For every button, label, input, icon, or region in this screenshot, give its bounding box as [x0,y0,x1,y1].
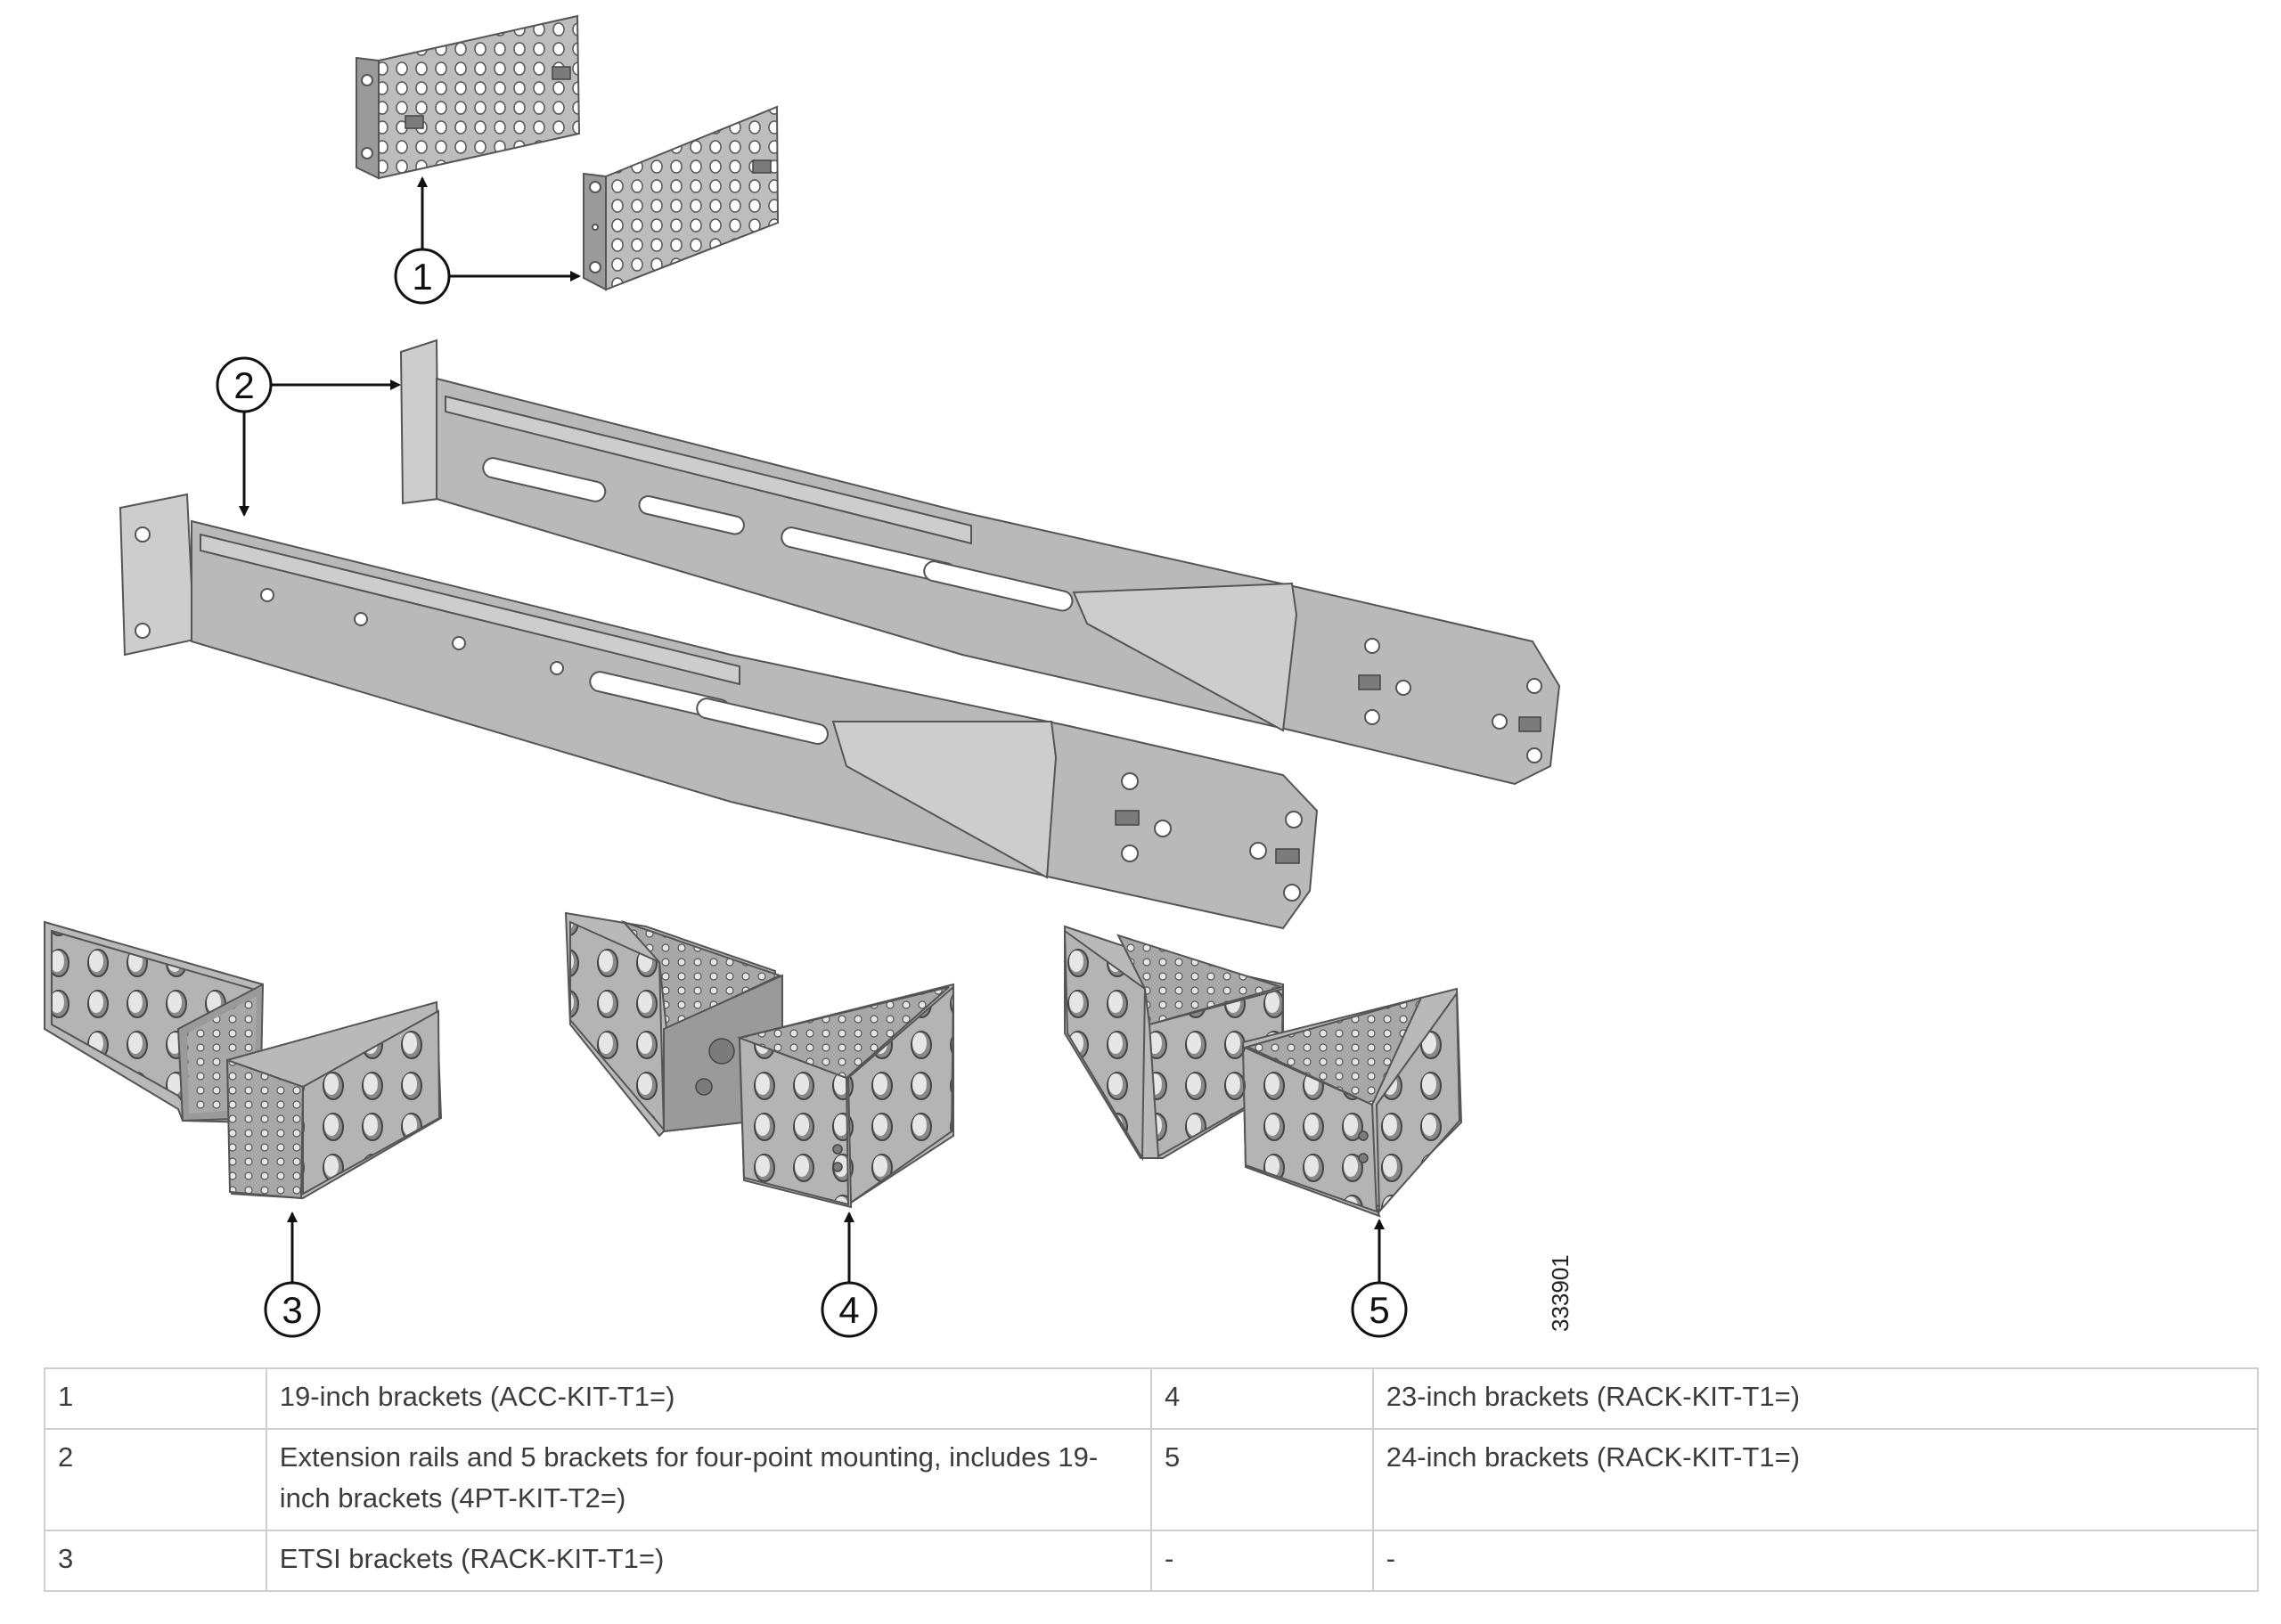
callout-5: 5 [1351,1219,1408,1338]
legend-description: 19-inch brackets (ACC-KIT-T1=) [265,1367,1152,1430]
bracket-19-inch-left [356,14,581,180]
rack-mount-kit-illustration: 1 2 3 4 5 333901 [44,14,1574,1338]
legend-number: 4 [1149,1367,1374,1430]
callout-2: 2 [216,356,401,517]
bracket-19-inch-right [583,105,780,291]
callout-3: 3 [264,1212,321,1338]
legend-row: 1 19-inch brackets (ACC-KIT-T1=) 4 23-in… [44,1367,2260,1430]
legend-description: ETSI brackets (RACK-KIT-T1=) [265,1530,1152,1592]
legend-number: - [1149,1530,1374,1592]
extension-rail-back [399,339,1561,786]
bracket-24-inch-right [1241,987,1463,1218]
legend-description: 24-inch brackets (RACK-KIT-T1=) [1371,1428,2260,1531]
legend-number: 2 [44,1428,267,1531]
callout-2-label: 2 [233,364,254,406]
callout-1: 1 [394,176,581,305]
callout-1-label: 1 [412,256,432,298]
legend-row: 3 ETSI brackets (RACK-KIT-T1=) - - [44,1530,2260,1592]
legend-table: 1 19-inch brackets (ACC-KIT-T1=) 4 23-in… [44,1367,2260,1592]
legend-number: 1 [44,1367,267,1430]
bracket-23-inch-right [736,983,955,1209]
bracket-etsi-left [44,920,265,1124]
legend-number: 3 [44,1530,267,1592]
bracket-etsi-right [225,1000,443,1200]
legend-description: - [1371,1530,2260,1592]
figure-id: 333901 [1547,1254,1574,1332]
legend-description: Extension rails and 5 brackets for four-… [265,1428,1152,1531]
callout-3-label: 3 [282,1289,302,1331]
callout-4: 4 [821,1212,878,1338]
callout-5-label: 5 [1369,1289,1389,1331]
callout-4-label: 4 [838,1289,859,1331]
extension-rail-front [119,493,1319,930]
legend-description: 23-inch brackets (RACK-KIT-T1=) [1371,1367,2260,1430]
legend-row: 2 Extension rails and 5 brackets for fou… [44,1428,2260,1531]
legend-number: 5 [1149,1428,1374,1531]
bracket-24-inch-left [1063,925,1285,1162]
